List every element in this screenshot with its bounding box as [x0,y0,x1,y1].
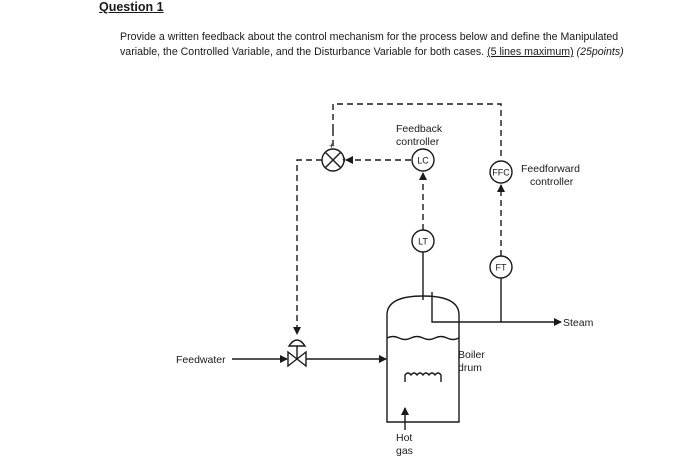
feedback-controller-label-1: Feedback [396,123,443,135]
feedforward-signal-line [332,103,502,160]
hot-gas-label-2: gas [396,445,413,457]
hot-gas-label-1: Hot [396,432,412,444]
summer-plus-top: + [329,141,334,151]
boiler-label-1: Boiler [458,349,485,361]
question-heading: Question 1 [99,0,164,14]
summing-junction: + + [321,141,347,172]
boiler-label-2: drum [458,362,482,374]
steam-label: Steam [563,317,594,329]
summer-to-valve-signal [293,159,322,335]
feedforward-label-2: controller [530,176,574,188]
ft-instrument: FT [489,255,513,279]
steam-line [431,292,562,326]
feedforward-label-1: Feedforward [521,163,580,175]
feedback-controller-label-2: controller [396,136,440,148]
control-valve [287,339,307,368]
question-main-text: Provide a written feedback about the con… [120,31,619,58]
ft-tag: FT [496,263,507,273]
heating-coil [404,372,442,382]
lc-tag: LC [417,156,429,166]
question-line-limit: (5 lines maximum) [487,46,574,58]
lc-instrument: LC [411,148,435,172]
lt-tag: LT [418,237,428,247]
question-points: (25points) [573,46,624,58]
lt-instrument: LT [411,229,435,253]
boiler-drum [386,295,460,423]
feedwater-label: Feedwater [176,354,226,366]
ffc-instrument: FFC [489,160,513,184]
ffc-tag: FFC [492,168,510,178]
summer-plus-right: + [342,155,347,165]
question-text: Provide a written feedback about the con… [120,30,640,60]
